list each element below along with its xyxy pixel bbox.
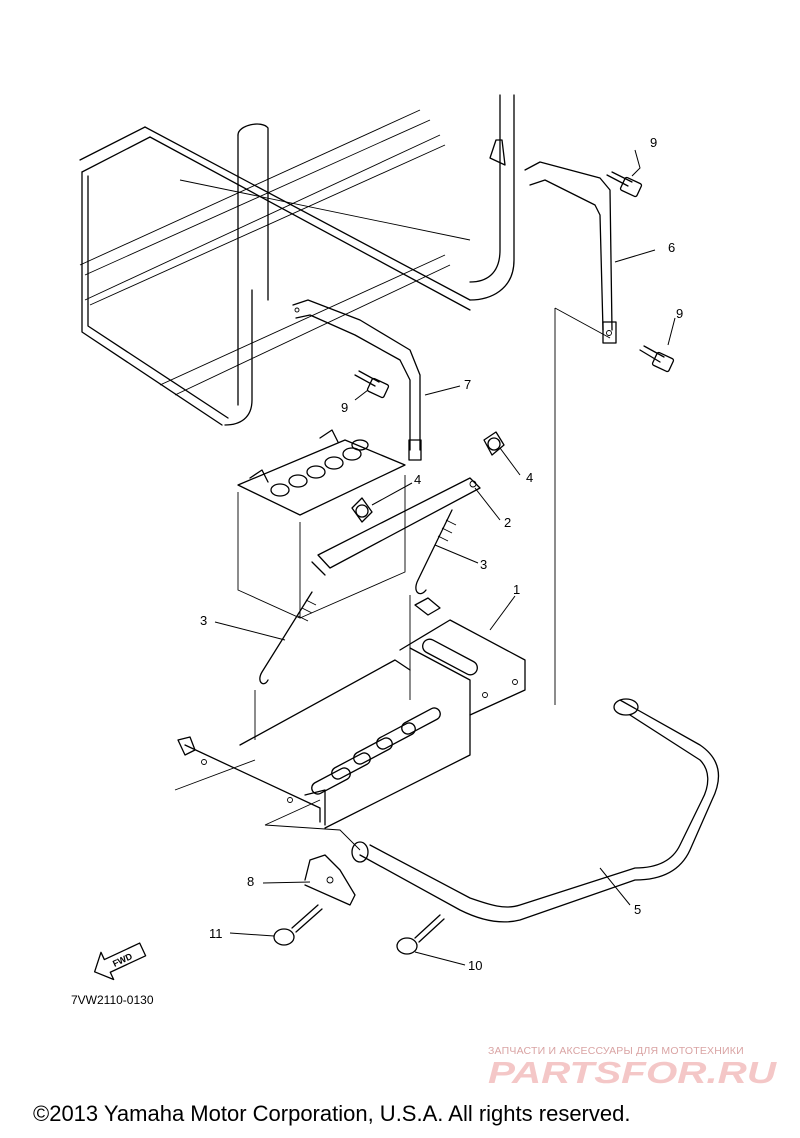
bolt-10 — [396, 914, 445, 955]
rod-3-right — [415, 509, 457, 595]
bolt-11 — [273, 904, 323, 946]
watermark-logo: PARTSFOR.RU — [488, 1055, 778, 1090]
part-label-4: 4 — [526, 470, 533, 485]
part-label-3: 3 — [200, 613, 207, 628]
part-label-10: 10 — [468, 958, 482, 973]
part-label-9: 9 — [676, 306, 683, 321]
part-label-7: 7 — [464, 377, 471, 392]
part-label-3: 3 — [480, 557, 487, 572]
part-label-4: 4 — [414, 472, 421, 487]
battery-band-2 — [311, 477, 481, 576]
part-label-8: 8 — [247, 874, 254, 889]
part-labels: 9 6 9 7 9 4 4 2 3 3 1 8 5 11 10 — [200, 135, 683, 973]
part-label-2: 2 — [504, 515, 511, 530]
figure-code: 7VW2110-0130 — [71, 993, 154, 1007]
bolt-9-top — [606, 171, 643, 198]
stay-7 — [292, 299, 422, 461]
nut-4-left — [351, 497, 373, 523]
clamp-8 — [304, 854, 356, 906]
bolt-9-left — [354, 370, 390, 399]
part-label-6: 6 — [668, 240, 675, 255]
part-label-1: 1 — [513, 582, 520, 597]
part-label-9: 9 — [650, 135, 657, 150]
battery-tray-1 — [177, 597, 526, 829]
bar-5 — [351, 698, 720, 923]
bolt-9-right — [639, 345, 675, 373]
watermark-logo-text: PARTSFOR.RU — [488, 1055, 778, 1090]
rod-3-left — [259, 591, 317, 685]
stay-6 — [524, 161, 617, 344]
carrier-frame — [79, 94, 515, 426]
fwd-arrow-icon: FWD — [93, 942, 147, 981]
part-label-9: 9 — [341, 400, 348, 415]
nut-4-right — [483, 431, 505, 456]
part-label-11: 11 — [209, 926, 223, 941]
watermark-tagline: ЗАПЧАСТИ И АКСЕССУАРЫ ДЛЯ МОТОТЕХНИКИ — [488, 1045, 744, 1057]
copyright-notice: ©2013 Yamaha Motor Corporation, U.S.A. A… — [33, 1101, 631, 1126]
reference-lines — [174, 307, 611, 851]
battery — [237, 429, 406, 619]
leader-lines — [214, 149, 676, 966]
part-label-5: 5 — [634, 902, 641, 917]
